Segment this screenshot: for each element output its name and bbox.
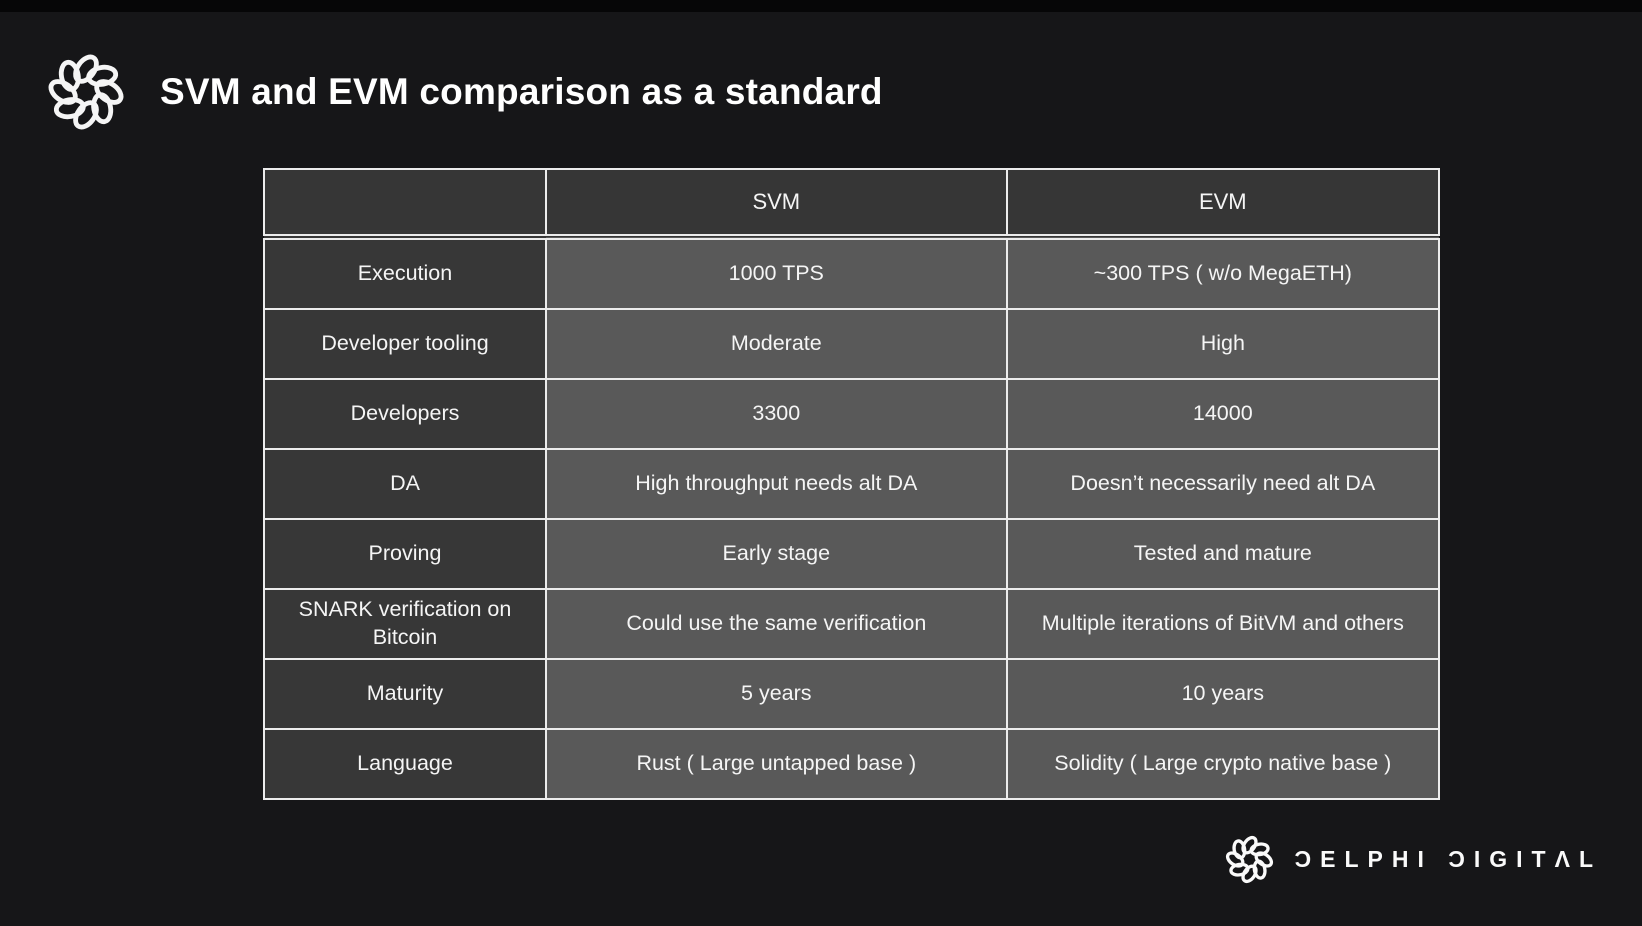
svm-value-cell: Rust ( Large untapped base ) [545, 728, 1008, 800]
table-header-svm: SVM [545, 168, 1008, 240]
table-row-developer-tooling: Developer tooling Moderate High [263, 308, 1441, 380]
evm-value-cell: Doesn’t necessarily need alt DA [1005, 448, 1441, 520]
svm-value-cell: 3300 [545, 378, 1008, 450]
svm-value-cell: High throughput needs alt DA [545, 448, 1008, 520]
footer-brand: ƆELPHI ƆIGITΛL [1222, 832, 1602, 887]
evm-value-cell: Multiple iterations of BitVM and others [1005, 588, 1441, 660]
svm-value-cell: Early stage [545, 518, 1008, 590]
comparison-table-container: SVM EVM Execution 1000 TPS ~300 TPS ( w/… [263, 168, 1441, 800]
svm-value-cell: 1000 TPS [545, 236, 1008, 310]
delphi-knot-footer-logo-icon [1225, 835, 1273, 884]
table-header-empty [263, 168, 547, 240]
footer-brand-wordmark: ƆELPHI ƆIGITΛL [1294, 846, 1602, 872]
evm-value-cell: 14000 [1005, 378, 1441, 450]
evm-value-cell: ~300 TPS ( w/o MegaETH) [1005, 236, 1441, 310]
table-row-language: Language Rust ( Large untapped base ) So… [263, 728, 1441, 800]
table-row-snark-verification: SNARK verification on Bitcoin Could use … [263, 588, 1441, 660]
table-row-proving: Proving Early stage Tested and mature [263, 518, 1441, 590]
row-label-cell: Developer tooling [263, 308, 547, 380]
evm-value-cell: High [1005, 308, 1441, 380]
evm-value-cell: 10 years [1005, 658, 1441, 730]
row-label-cell: Maturity [263, 658, 547, 730]
table-header-evm: EVM [1005, 168, 1441, 240]
svm-value-cell: Could use the same verification [545, 588, 1008, 660]
delphi-knot-logo-icon [48, 54, 124, 130]
table-row-da: DA High throughput needs alt DA Doesn’t … [263, 448, 1441, 520]
slide-title: SVM and EVM comparison as a standard [160, 71, 883, 112]
row-label-cell: Language [263, 728, 547, 800]
row-label-cell: Developers [263, 378, 547, 450]
svm-value-cell: 5 years [545, 658, 1008, 730]
top-edge-strip [0, 0, 1642, 12]
svm-value-cell: Moderate [545, 308, 1008, 380]
row-label-cell: Execution [263, 236, 547, 310]
row-label-cell: SNARK verification on Bitcoin [263, 588, 547, 660]
comparison-table: SVM EVM Execution 1000 TPS ~300 TPS ( w/… [263, 168, 1441, 800]
evm-value-cell: Solidity ( Large crypto native base ) [1005, 728, 1441, 800]
evm-value-cell: Tested and mature [1005, 518, 1441, 590]
table-row-developers: Developers 3300 14000 [263, 378, 1441, 450]
row-label-cell: Proving [263, 518, 547, 590]
table-row-maturity: Maturity 5 years 10 years [263, 658, 1441, 730]
table-row-execution: Execution 1000 TPS ~300 TPS ( w/o MegaET… [263, 236, 1441, 310]
row-label-cell: DA [263, 448, 547, 520]
slide-header: SVM and EVM comparison as a standard [42, 48, 883, 136]
table-header-row: SVM EVM [263, 168, 1441, 240]
